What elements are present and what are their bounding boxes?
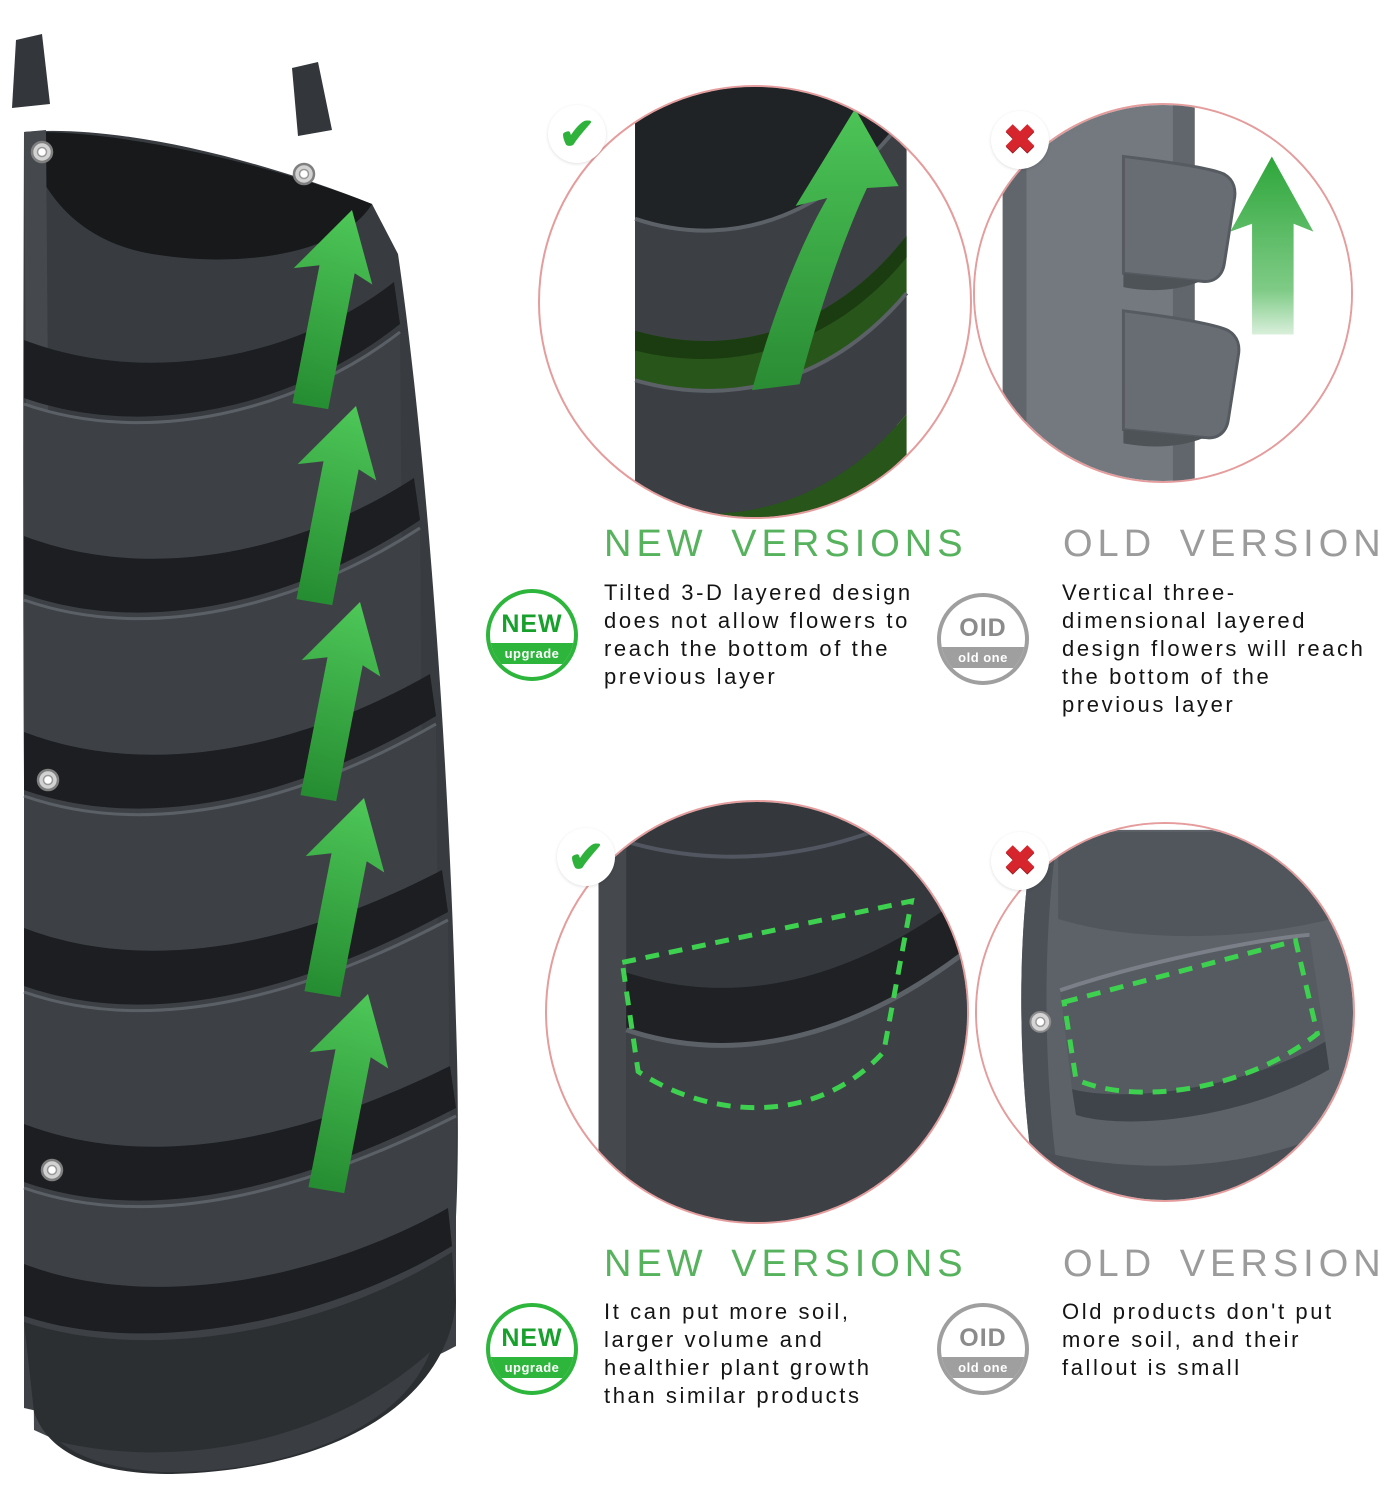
photo-circle (545, 800, 969, 1224)
hanging-tab (12, 34, 50, 108)
check-glyph: ✔ (558, 109, 596, 159)
old-version-heading: OLD VERSION (1063, 1243, 1386, 1285)
photo-circle (975, 822, 1355, 1202)
cross-icon: ✖ (991, 111, 1049, 169)
vertical-pocket (1121, 154, 1241, 440)
old-pocket-volume-closeup (977, 824, 1353, 1200)
new-planter-closeup (634, 87, 909, 517)
check-glyph: ✔ (567, 832, 605, 882)
planter-bottom-pouch (24, 1208, 456, 1474)
badge-sublabel: old one (941, 1357, 1025, 1378)
photo-circle (973, 103, 1353, 483)
cross-icon: ✖ (991, 832, 1049, 890)
hanging-tab (292, 62, 332, 136)
up-arrow-icon (1230, 156, 1314, 335)
new-versions-heading: NEW VERSIONS (604, 523, 968, 565)
up-arrow-icon (292, 210, 389, 1194)
badge-sublabel: upgrade (490, 643, 574, 664)
old-version-photo-bottom: ✖ (975, 822, 1355, 1202)
old-version-description: Old products don't put more soil, and th… (1062, 1299, 1334, 1380)
new-version-photo-top: ✔ (538, 85, 972, 519)
new-versions-heading: NEW VERSIONS (604, 1243, 968, 1285)
badge-label: NEW (501, 610, 563, 638)
new-version-description: It can put more soil, larger volume and … (604, 1299, 872, 1408)
up-arrow-icon (752, 108, 899, 391)
volume-outline (619, 897, 915, 1111)
photo-circle (538, 85, 972, 519)
old-version-badge: OID old one (937, 1303, 1029, 1395)
badge-sublabel: old one (941, 647, 1025, 668)
cross-glyph: ✖ (1003, 118, 1037, 162)
badge-label: OID (959, 1324, 1007, 1352)
badge-label: OID (959, 614, 1007, 642)
new-version-description: Tilted 3-D layered design does not allow… (604, 580, 913, 689)
check-icon: ✔ (557, 828, 615, 886)
badge-label: NEW (501, 1324, 563, 1352)
grommet (30, 140, 316, 1182)
planter-illustration (0, 12, 505, 1490)
new-pocket-volume-closeup (598, 802, 967, 1222)
old-planter-closeup (975, 105, 1351, 481)
new-upgrade-badge: NEW upgrade (486, 589, 578, 681)
volume-outline (1061, 937, 1321, 1095)
new-upgrade-badge: NEW upgrade (486, 1303, 578, 1395)
old-version-heading: OLD VERSION (1063, 523, 1386, 565)
cross-glyph: ✖ (1003, 839, 1037, 883)
old-version-description: Vertical three-dimensional layered desig… (1062, 580, 1366, 717)
old-version-badge: OID old one (937, 593, 1029, 685)
check-icon: ✔ (548, 105, 606, 163)
new-version-photo-bottom: ✔ (545, 800, 969, 1224)
badge-sublabel: upgrade (490, 1357, 574, 1378)
vertical-planter-graphic (12, 34, 458, 1474)
old-version-photo-top: ✖ (973, 103, 1353, 483)
